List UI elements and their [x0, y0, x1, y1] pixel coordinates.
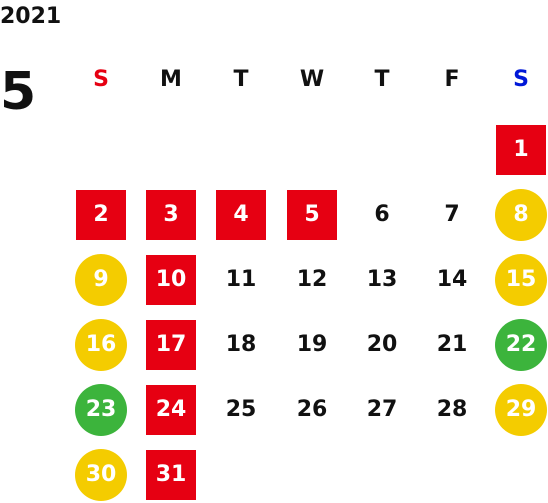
- day-cell-15: 15: [495, 254, 547, 306]
- day-cell-5: 5: [287, 190, 337, 240]
- day-cell-11: 11: [225, 267, 257, 292]
- day-cell-14: 14: [436, 267, 468, 292]
- day-cell-27: 27: [366, 397, 398, 422]
- day-cell-7: 7: [444, 202, 460, 227]
- day-cell-18: 18: [225, 332, 257, 357]
- weekday-header: S M T W T F S: [67, 62, 548, 98]
- day-cell-13: 13: [366, 267, 398, 292]
- weekday-thu: T: [374, 67, 390, 92]
- day-cell-17: 17: [146, 320, 196, 370]
- day-cell-25: 25: [225, 397, 257, 422]
- day-cell-8: 8: [495, 189, 547, 241]
- day-cell-22: 22: [495, 319, 547, 371]
- weekday-tue: T: [233, 67, 249, 92]
- day-cell-10: 10: [146, 255, 196, 305]
- day-cell-12: 12: [296, 267, 328, 292]
- day-cell-31: 31: [146, 450, 196, 500]
- day-cell-20: 20: [366, 332, 398, 357]
- day-cell-21: 21: [436, 332, 468, 357]
- day-cell-19: 19: [296, 332, 328, 357]
- day-cell-28: 28: [436, 397, 468, 422]
- year-label: 2021: [0, 4, 62, 29]
- day-cell-16: 16: [75, 319, 127, 371]
- day-cell-23: 23: [75, 384, 127, 436]
- day-cell-4: 4: [216, 190, 266, 240]
- day-cell-24: 24: [146, 385, 196, 435]
- day-cell-2: 2: [76, 190, 126, 240]
- day-cell-26: 26: [296, 397, 328, 422]
- weekday-wed: W: [299, 67, 325, 92]
- day-cell-9: 9: [75, 254, 127, 306]
- weekday-fri: F: [444, 67, 460, 92]
- weekday-mon: M: [160, 67, 182, 92]
- day-cell-29: 29: [495, 384, 547, 436]
- weekday-sat: S: [513, 67, 529, 92]
- month-number: 5: [0, 62, 37, 122]
- day-cell-1: 1: [496, 125, 546, 175]
- day-cell-30: 30: [75, 449, 127, 501]
- weekday-sun: S: [93, 67, 109, 92]
- day-cell-6: 6: [374, 202, 390, 227]
- day-cell-3: 3: [146, 190, 196, 240]
